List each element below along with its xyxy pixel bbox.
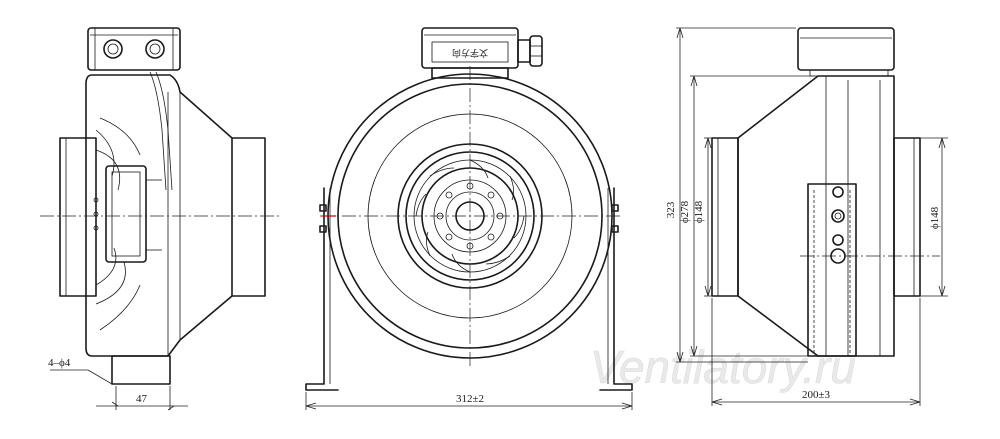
housing-right xyxy=(737,75,895,357)
cable-gland-2 xyxy=(145,39,165,59)
dim-inlet-dia: ϕ148 xyxy=(693,200,705,223)
bracket-left-leg xyxy=(305,187,339,391)
outlet-right xyxy=(893,137,921,297)
dim-height: 323 xyxy=(665,201,677,218)
dim-outlet-dia: ϕ148 xyxy=(929,206,941,229)
housing-side xyxy=(85,74,266,357)
inlet-ring-side xyxy=(59,137,97,297)
front-view: 文字方向 xyxy=(305,27,633,410)
right-side-view: 323 ϕ278 ϕ148 ϕ148 200±3 xyxy=(665,27,948,406)
motor-side xyxy=(105,165,147,263)
dim-mount-width: 47 xyxy=(136,393,148,405)
mount-foot-side xyxy=(111,355,171,385)
dim-housing-dia: ϕ278 xyxy=(679,200,691,223)
dim-bracket-width: 312±2 xyxy=(456,393,484,405)
bracket-right xyxy=(807,183,857,357)
dim-length: 200±3 xyxy=(802,389,831,401)
terminal-box-right xyxy=(797,27,895,71)
side-view: 47 4–ϕ4 xyxy=(40,27,282,411)
inlet-right xyxy=(711,137,739,297)
terminal-box-side xyxy=(87,27,181,71)
box-direction-text: 文字方向 xyxy=(452,48,488,59)
gland-front xyxy=(517,39,531,63)
dim-holes: 4–ϕ4 xyxy=(48,357,71,369)
cable-gland-1 xyxy=(103,39,123,59)
bracket-right-leg xyxy=(599,187,633,391)
watermark-text: Ventilatory.ru xyxy=(590,341,856,393)
